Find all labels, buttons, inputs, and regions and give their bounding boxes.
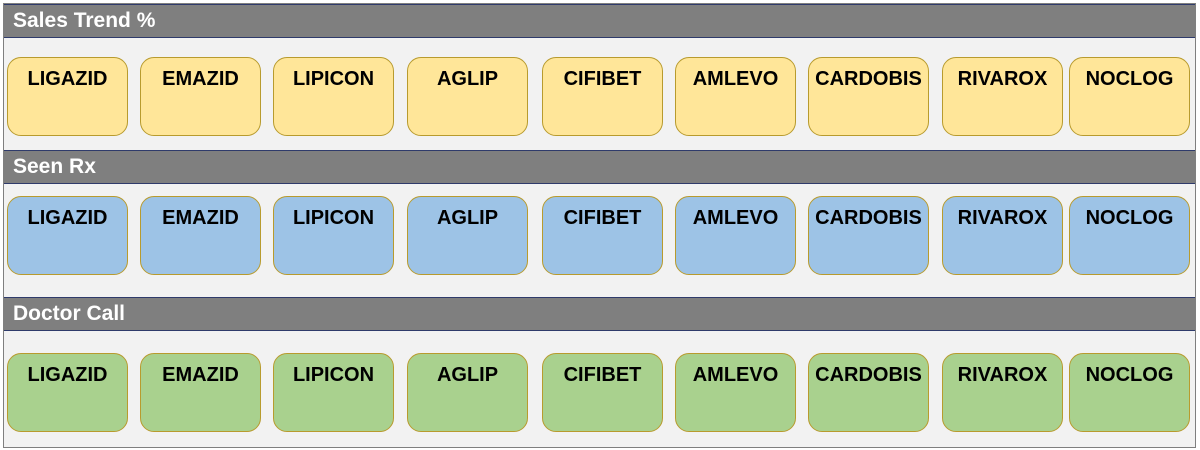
section-header-doctor-call: Doctor Call <box>4 297 1195 331</box>
tile-rivarox[interactable]: RIVAROX <box>942 353 1063 432</box>
tile-amlevo[interactable]: AMLEVO <box>675 353 796 432</box>
tile-ligazid[interactable]: LIGAZID <box>7 57 128 136</box>
tile-noclog[interactable]: NOCLOG <box>1069 196 1190 275</box>
tile-cifibet[interactable]: CIFIBET <box>542 196 663 275</box>
section-header-seen-rx: Seen Rx <box>4 150 1195 184</box>
tile-aglip[interactable]: AGLIP <box>407 57 528 136</box>
tile-lipicon[interactable]: LIPICON <box>273 353 394 432</box>
section-title: Doctor Call <box>13 302 126 325</box>
dashboard-panel: Sales Trend % LIGAZID EMAZID LIPICON AGL… <box>3 3 1196 448</box>
tile-cifibet[interactable]: CIFIBET <box>542 57 663 136</box>
tile-rivarox[interactable]: RIVAROX <box>942 57 1063 136</box>
tile-cardobis[interactable]: CARDOBIS <box>808 57 929 136</box>
section-header-sales-trend: Sales Trend % <box>4 4 1195 38</box>
tile-noclog[interactable]: NOCLOG <box>1069 57 1190 136</box>
tile-ligazid[interactable]: LIGAZID <box>7 353 128 432</box>
tile-emazid[interactable]: EMAZID <box>140 353 261 432</box>
tile-ligazid[interactable]: LIGAZID <box>7 196 128 275</box>
tile-cardobis[interactable]: CARDOBIS <box>808 353 929 432</box>
tile-emazid[interactable]: EMAZID <box>140 196 261 275</box>
tile-lipicon[interactable]: LIPICON <box>273 57 394 136</box>
tile-aglip[interactable]: AGLIP <box>407 196 528 275</box>
tile-cifibet[interactable]: CIFIBET <box>542 353 663 432</box>
tile-lipicon[interactable]: LIPICON <box>273 196 394 275</box>
tile-emazid[interactable]: EMAZID <box>140 57 261 136</box>
tile-amlevo[interactable]: AMLEVO <box>675 57 796 136</box>
tile-aglip[interactable]: AGLIP <box>407 353 528 432</box>
section-title: Seen Rx <box>13 155 96 178</box>
section-title: Sales Trend % <box>13 9 156 32</box>
tile-rivarox[interactable]: RIVAROX <box>942 196 1063 275</box>
tile-noclog[interactable]: NOCLOG <box>1069 353 1190 432</box>
tile-amlevo[interactable]: AMLEVO <box>675 196 796 275</box>
tile-cardobis[interactable]: CARDOBIS <box>808 196 929 275</box>
